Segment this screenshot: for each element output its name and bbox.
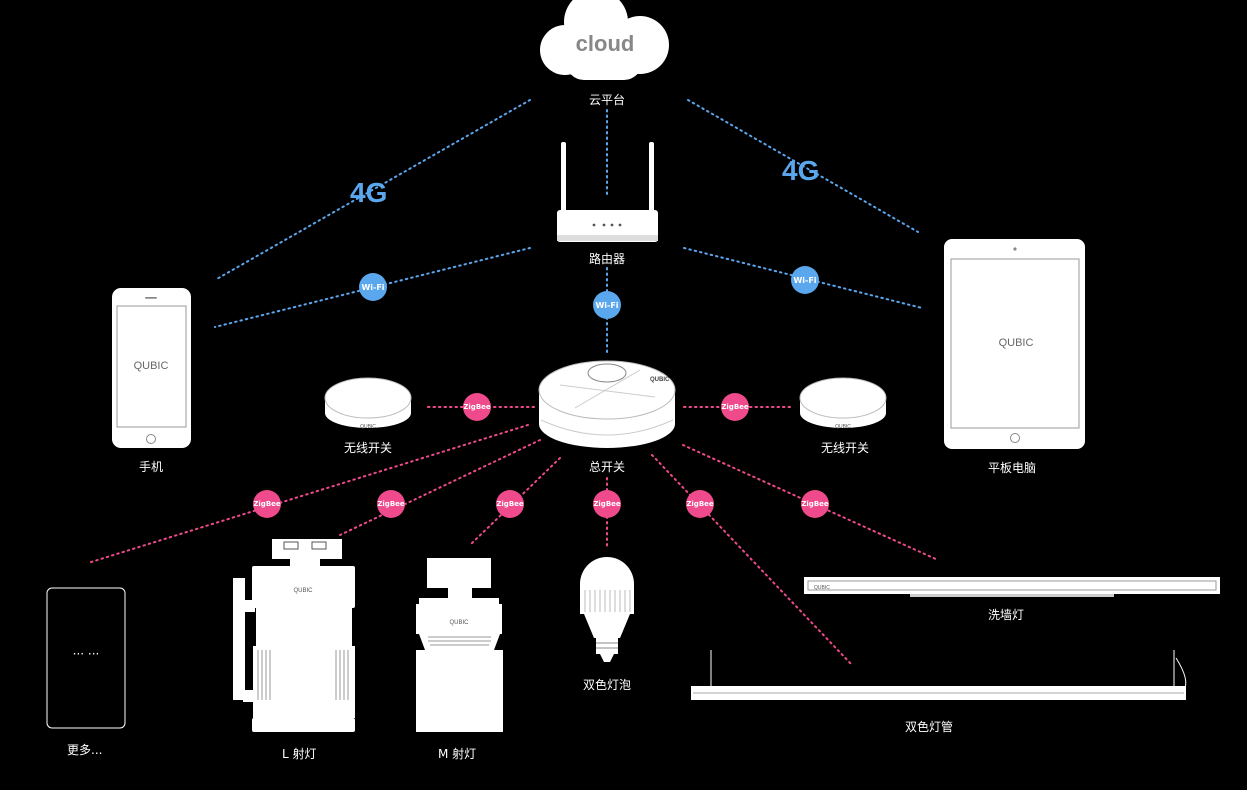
wireless-switch-right-brand: QUBIC: [835, 424, 851, 430]
tube-device: [691, 650, 1187, 700]
zigbee-badge-wall-washer: ZigBee: [801, 490, 829, 518]
more-device: ··· ···: [46, 587, 126, 729]
spot-m-label: M 射灯: [438, 747, 477, 761]
wireless-switch-left-device: QUBIC: [324, 377, 412, 430]
wall-washer-label: 洗墙灯: [988, 608, 1025, 622]
spot-l-label: L 射灯: [282, 747, 317, 761]
wireless-switch-left-label: 无线开关: [344, 441, 393, 455]
cloud-icon: cloud: [540, 0, 669, 80]
zigbee-badge-switch-right: ZigBee: [721, 393, 749, 421]
hub-brand: QUBIC: [650, 377, 670, 383]
more-dots: ··· ···: [73, 647, 100, 661]
link-hub-spot-l: [339, 439, 541, 536]
phone-device: QUBIC: [112, 288, 191, 448]
hub-device: QUBIC: [538, 360, 676, 448]
wall-washer-brand: QUBIC: [814, 585, 830, 591]
wifi-badge-router-tablet: Wi-Fi: [791, 266, 819, 294]
wireless-switch-right-label: 无线开关: [821, 441, 870, 455]
phone-brand: QUBIC: [134, 360, 169, 372]
router-icon: [557, 142, 658, 242]
link-hub-tube: [651, 454, 853, 666]
tablet-label: 平板电脑: [988, 461, 1037, 475]
wall-washer-device: QUBIC: [804, 577, 1220, 597]
zigbee-badge-bulb: ZigBee: [593, 490, 621, 518]
tablet-brand: QUBIC: [999, 337, 1034, 349]
spot-m-brand: QUBIC: [449, 620, 469, 626]
tablet-device: QUBIC: [944, 239, 1085, 449]
link-router-phone: [214, 247, 531, 328]
four-g-label-right: 4G: [782, 155, 820, 186]
more-label: 更多...: [67, 743, 103, 757]
wifi-badge-router-hub: Wi-Fi: [593, 291, 621, 319]
cloud-text: cloud: [576, 31, 635, 56]
link-cloud-tablet: [687, 99, 919, 233]
four-g-label-left: 4G: [350, 177, 388, 208]
spotlight-l-device: QUBIC: [233, 539, 355, 732]
link-hub-more: [87, 424, 529, 564]
spotlight-m-device: QUBIC: [416, 558, 503, 732]
tube-label: 双色灯管: [905, 720, 954, 734]
wireless-switch-left-brand: QUBIC: [360, 424, 376, 430]
cloud-label: 云平台: [589, 93, 626, 107]
wireless-switch-right-device: QUBIC: [799, 377, 887, 430]
zigbee-badge-more: ZigBee: [253, 490, 281, 518]
zigbee-badge-tube: ZigBee: [686, 490, 714, 518]
zigbee-badge-switch-left: ZigBee: [463, 393, 491, 421]
spot-l-brand: QUBIC: [293, 588, 313, 594]
wifi-badge-router-phone: Wi-Fi: [359, 273, 387, 301]
zigbee-badge-spot-m: ZigBee: [496, 490, 524, 518]
router-label: 路由器: [589, 252, 626, 266]
bulb-label: 双色灯泡: [583, 678, 632, 692]
hub-label: 总开关: [589, 460, 626, 474]
zigbee-badge-spot-l: ZigBee: [377, 490, 405, 518]
link-cloud-phone: [214, 99, 531, 281]
bulb-device: [580, 557, 634, 662]
phone-label: 手机: [139, 460, 164, 474]
